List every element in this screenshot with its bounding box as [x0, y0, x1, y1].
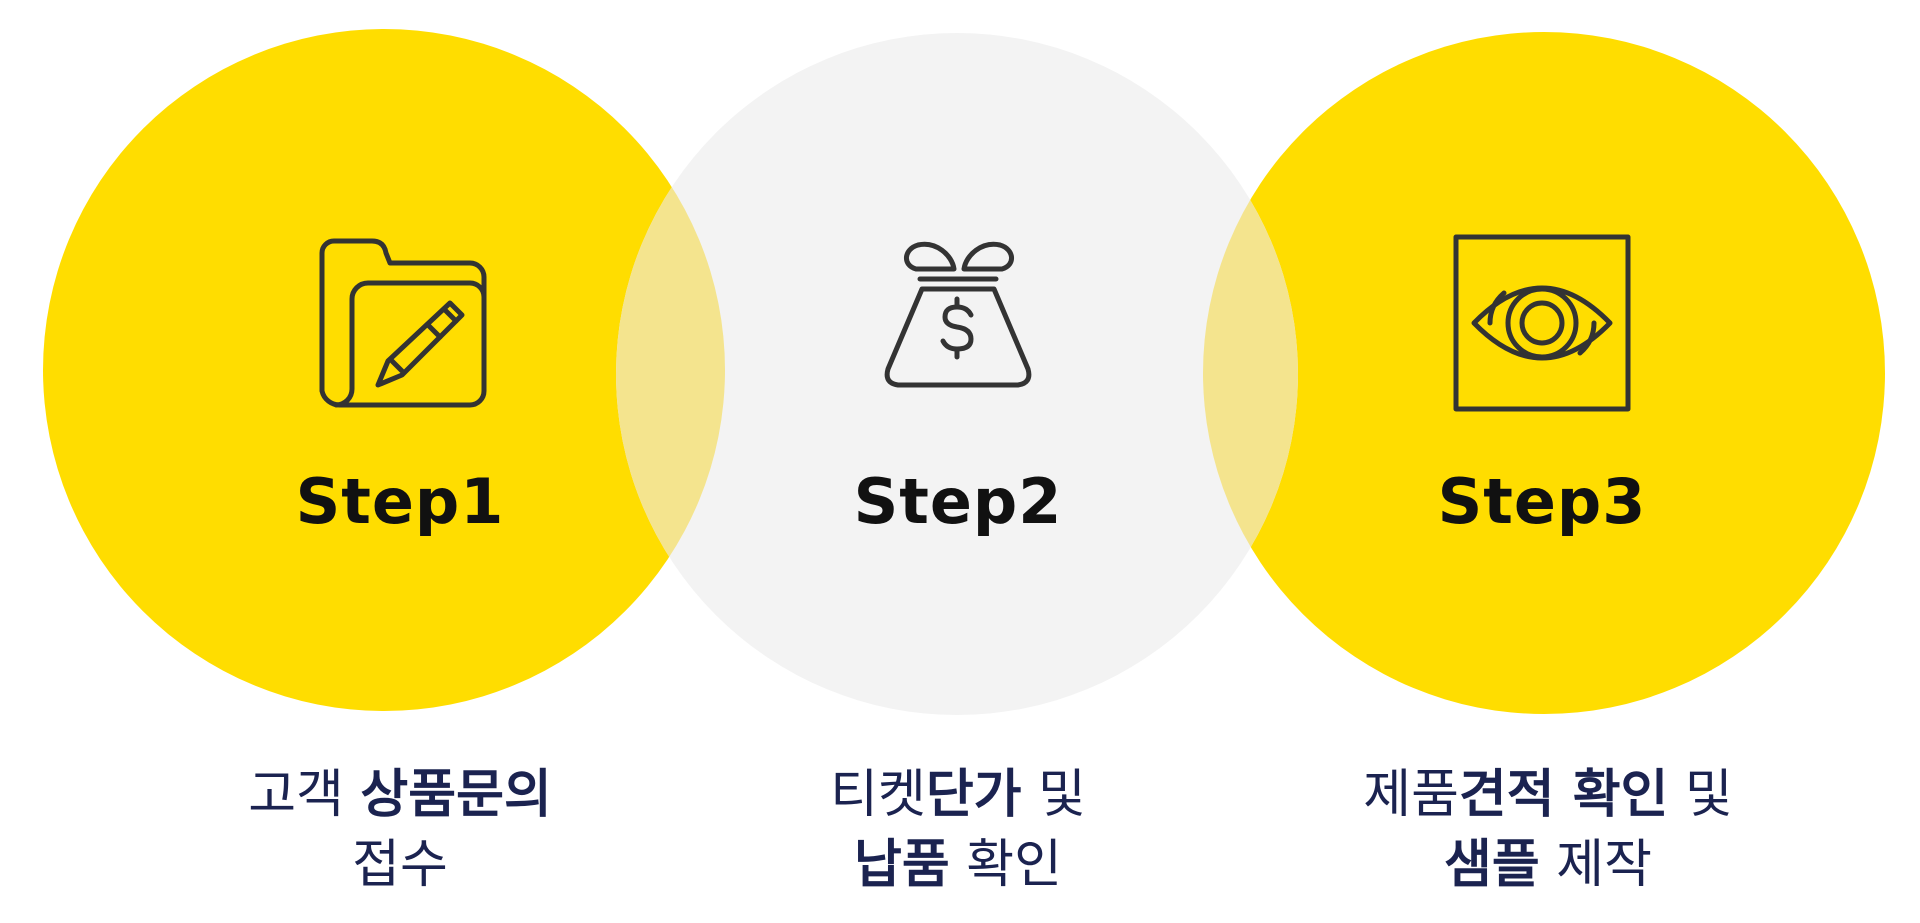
step3-block: Step3 — [1292, 233, 1792, 533]
caption-text-bold: 샘플 — [1444, 835, 1540, 895]
step1-caption-line2: 접수 — [140, 830, 660, 900]
step2-block: Step2 — [708, 233, 1208, 533]
step1-title: Step1 — [295, 465, 505, 538]
caption-text-bold: 견적 확인 — [1458, 765, 1669, 825]
step2-caption: 티켓단가 및 납품 확인 — [698, 760, 1218, 900]
caption-text: 확인 — [949, 835, 1062, 895]
step3-caption-line2: 샘플 제작 — [1288, 830, 1808, 900]
step2-caption-line1: 티켓단가 및 — [698, 760, 1218, 830]
step3-caption-line1: 제품견적 확인 및 — [1288, 760, 1808, 830]
step3-title: Step3 — [1437, 465, 1647, 538]
caption-text-bold: 상품문의 — [360, 765, 552, 825]
caption-text-bold: 단가 — [925, 765, 1022, 825]
caption-text: 제품 — [1363, 765, 1459, 825]
caption-text-bold: 납품 — [854, 835, 950, 895]
step2-circle — [616, 33, 1298, 715]
caption-text: 및 — [1668, 765, 1733, 825]
eye-frame-icon — [1453, 234, 1631, 412]
step2-caption-line2: 납품 확인 — [698, 830, 1218, 900]
step1-block: Step1 — [150, 233, 650, 533]
step1-caption: 고객 상품문의 접수 — [140, 760, 660, 900]
step1-caption-line1: 고객 상품문의 — [140, 760, 660, 830]
step3-caption: 제품견적 확인 및 샘플 제작 — [1288, 760, 1808, 900]
money-bag-icon — [884, 241, 1032, 388]
caption-text: 제작 — [1539, 835, 1652, 895]
folder-pencil-icon — [319, 238, 487, 408]
caption-text: 접수 — [352, 835, 448, 895]
caption-text: 고객 — [248, 765, 361, 825]
step2-title: Step2 — [853, 465, 1063, 538]
caption-text: 티켓 — [830, 765, 926, 825]
step3-circle — [1203, 32, 1885, 714]
caption-text: 및 — [1021, 765, 1086, 825]
